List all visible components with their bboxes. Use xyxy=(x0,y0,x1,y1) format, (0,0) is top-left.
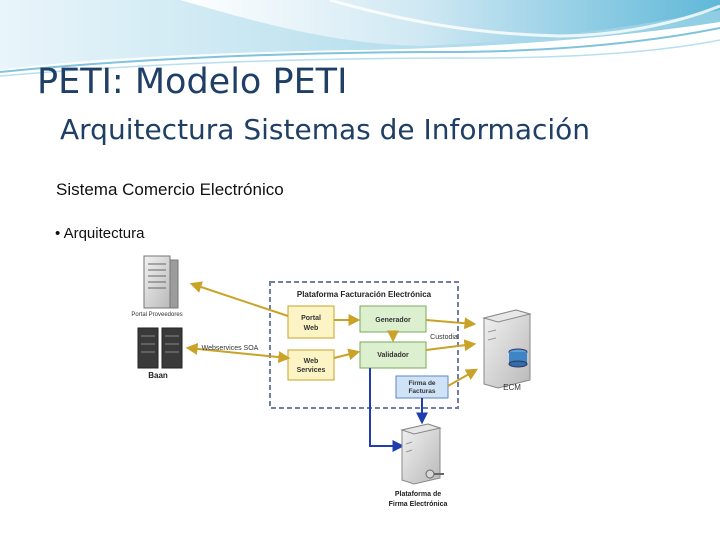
slide-subtitle: Arquitectura Sistemas de Información xyxy=(60,113,591,146)
web-services-box xyxy=(287,349,335,381)
arrow-webservices-validador xyxy=(333,348,361,361)
arrow-validador-ecm xyxy=(425,339,477,352)
header-swoosh-decoration xyxy=(0,0,720,77)
arrow-generador-ecm xyxy=(425,317,477,330)
firma-platform-server-icon xyxy=(400,423,444,485)
blue-arrows xyxy=(369,368,428,452)
bullet-item: • Arquitectura xyxy=(55,225,145,242)
platform-title: Plataforma Facturación Electrónica xyxy=(297,290,432,299)
portal-proveedores-label: Portal Proveedores xyxy=(131,312,182,318)
firma-platform-label-1: Plataforma de xyxy=(395,491,441,498)
baan-server-icon xyxy=(137,327,183,369)
web-services-label-2: Services xyxy=(297,367,326,374)
validador-box xyxy=(359,341,427,369)
portal-web-label-2: Web xyxy=(304,325,319,332)
generador-label: Generador xyxy=(375,317,411,324)
arrow-firma-ecm xyxy=(447,368,479,387)
gold-arrows xyxy=(185,281,479,387)
firma-platform-label-2: Firma Electrónica xyxy=(389,501,448,508)
arrow-webservices-baan xyxy=(185,342,291,364)
firma-facturas-label-2: Facturas xyxy=(408,388,435,395)
arrow-validador-firma-platform xyxy=(369,368,405,452)
generador-box xyxy=(359,305,427,333)
ecm-label: ECM xyxy=(503,383,521,392)
validador-label: Validador xyxy=(377,352,409,359)
webservices-soa-label: Webservices SOA xyxy=(202,345,259,352)
firma-facturas-label-1: Firma de xyxy=(408,380,435,387)
arrow-portal-proveedores xyxy=(189,281,289,317)
portal-web-box xyxy=(287,305,335,339)
custodia-label: Custodia xyxy=(430,334,458,341)
portal-proveedores-server-icon xyxy=(143,255,179,309)
slide-title: PETI: Modelo PETI xyxy=(37,62,348,102)
baan-label: Baan xyxy=(148,371,168,380)
section-heading: Sistema Comercio Electrónico xyxy=(56,180,284,199)
web-services-label-1: Web xyxy=(304,358,319,365)
architecture-diagram: Portal Proveedores Baan Plataforma Factu… xyxy=(131,255,532,508)
ecm-server-icon xyxy=(482,309,532,389)
portal-web-label-1: Portal xyxy=(301,315,321,322)
